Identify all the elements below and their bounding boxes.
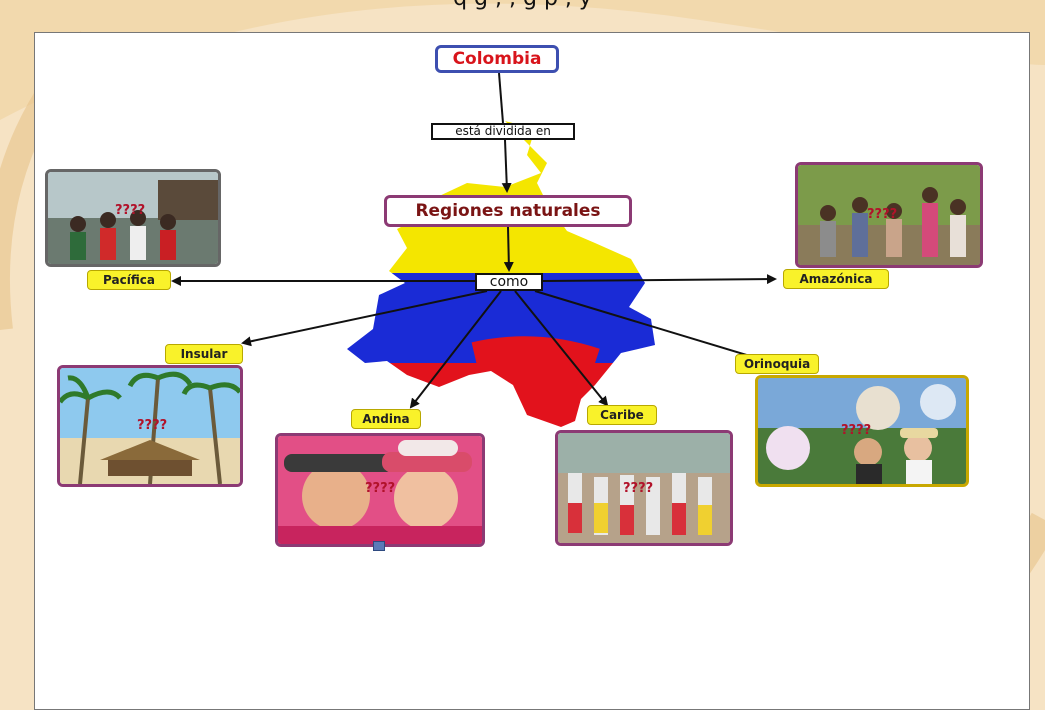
top-caption-text: q g , , g p , y <box>0 0 1045 14</box>
edge-regions-to-como <box>503 226 514 272</box>
link-label-como: como <box>475 273 543 291</box>
photo-amazonica <box>795 162 983 268</box>
connector-lines <box>171 72 777 409</box>
edge-to-caribe <box>514 290 609 407</box>
edge-to-andina <box>409 290 502 409</box>
root-node-title: Colombia <box>435 45 559 73</box>
unknown-marks-pacifica: ???? <box>115 203 146 218</box>
photo-orinoquia <box>755 375 969 487</box>
photo-insular <box>57 365 243 487</box>
unknown-marks-caribe: ???? <box>623 481 654 496</box>
photo-caribe <box>555 430 733 546</box>
edge-to-amazonica <box>542 274 777 285</box>
concept-map-slide: Colombia está dividida en Regiones natur… <box>34 32 1030 710</box>
unknown-marks-orinoquia: ???? <box>841 423 872 438</box>
image-icon <box>373 541 385 551</box>
region-label-orinoquia: Orinoquia <box>735 354 819 374</box>
photo-pacifica <box>45 169 221 267</box>
center-node-regions: Regiones naturales <box>384 195 632 227</box>
edge-title-to-link <box>498 72 504 124</box>
unknown-marks-andina: ???? <box>365 481 396 496</box>
unknown-marks-amazonica: ???? <box>867 207 898 222</box>
region-label-andina: Andina <box>351 409 421 429</box>
region-label-insular: Insular <box>165 344 243 364</box>
edge-to-orinoquia <box>534 290 775 366</box>
region-label-pacifica: Pacífica <box>87 270 171 290</box>
region-label-amazonica: Amazónica <box>783 269 889 289</box>
photo-andina <box>275 433 485 547</box>
edge-to-insular <box>241 290 488 347</box>
edge-link-to-regions <box>501 139 512 193</box>
link-label-dividida: está dividida en <box>431 123 575 140</box>
unknown-marks-insular: ???? <box>137 418 168 433</box>
region-label-caribe: Caribe <box>587 405 657 425</box>
